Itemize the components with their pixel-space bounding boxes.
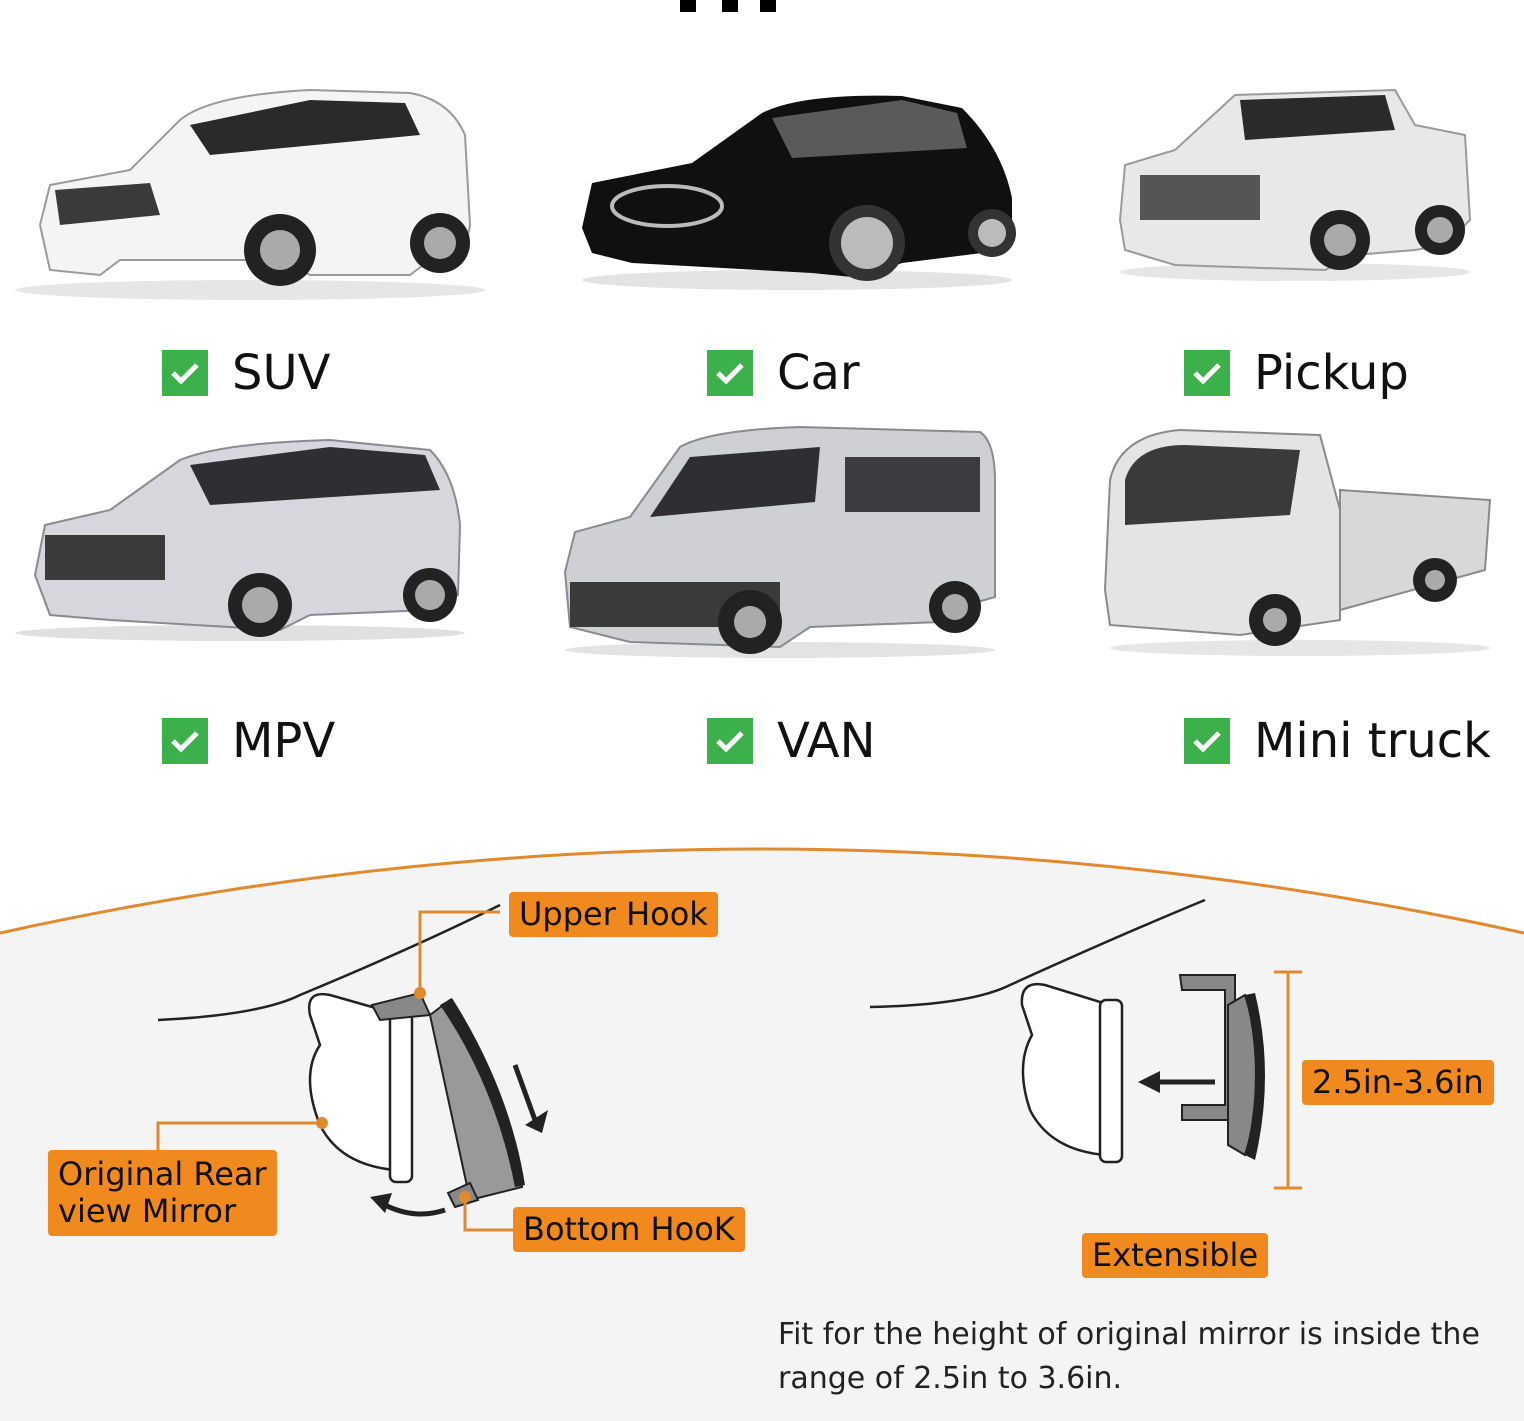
check-icon	[707, 718, 753, 764]
suv-image	[10, 75, 490, 305]
range-label: 2.5in-3.6in	[1302, 1060, 1494, 1105]
vehicle-label-text: Mini truck	[1254, 713, 1491, 769]
vehicle-label-car: Car	[707, 345, 860, 401]
mini-truck-image	[1100, 420, 1495, 660]
extensible-label: Extensible	[1082, 1233, 1269, 1278]
vehicle-label-text: Pickup	[1254, 345, 1409, 401]
vehicle-label-mpv: MPV	[162, 713, 335, 769]
upper-hook-label: Upper Hook	[509, 892, 718, 937]
bottom-hook-label: Bottom HooK	[513, 1207, 745, 1252]
check-icon	[162, 718, 208, 764]
vehicle-label-text: MPV	[232, 713, 336, 769]
vehicle-label-text: Car	[777, 345, 860, 401]
fit-note: Fit for the height of original mirror is…	[778, 1317, 1480, 1396]
check-icon	[1184, 350, 1230, 396]
check-icon	[1184, 718, 1230, 764]
vehicle-label-text: SUV	[232, 345, 331, 401]
original-mirror-line1: Original Rear	[58, 1155, 267, 1193]
mpv-image	[10, 435, 470, 645]
vehicle-label-text: VAN	[777, 713, 876, 769]
check-icon	[162, 350, 208, 396]
sedan-image	[572, 88, 1022, 293]
cropped-heading	[680, 0, 776, 12]
check-icon	[707, 350, 753, 396]
van-image	[560, 422, 1000, 662]
installation-diagram	[0, 847, 1524, 1421]
vehicle-label-mini-truck: Mini truck	[1184, 713, 1491, 769]
vehicle-label-van: VAN	[707, 713, 876, 769]
pickup-image	[1115, 80, 1475, 285]
original-mirror-line2: view Mirror	[58, 1191, 237, 1230]
original-mirror-label: Original Rear view Mirror	[48, 1150, 277, 1236]
vehicle-label-pickup: Pickup	[1184, 345, 1409, 401]
vehicle-label-suv: SUV	[162, 345, 330, 401]
